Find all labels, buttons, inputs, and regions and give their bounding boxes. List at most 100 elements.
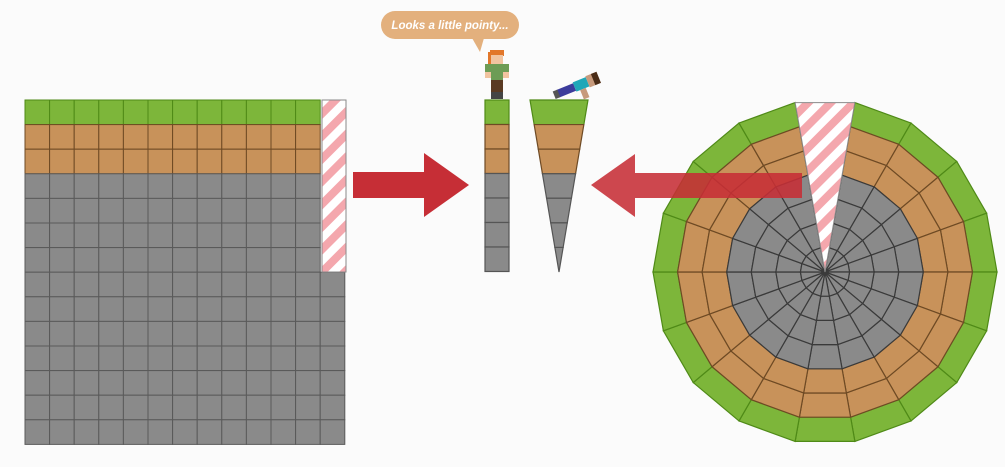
block-stone (98, 296, 124, 322)
block-stone (295, 271, 321, 298)
block-stone (147, 173, 174, 199)
block-stone (73, 271, 100, 298)
block-stone (172, 173, 198, 199)
wedge-block-stone (545, 197, 573, 224)
block-dirt (49, 124, 75, 150)
block-stone (122, 370, 149, 396)
block-stone (172, 247, 198, 273)
block-stone (245, 345, 272, 372)
block-stone (196, 296, 223, 322)
ring-block-grass (794, 416, 856, 442)
block-stone (122, 296, 149, 322)
block-stone (270, 173, 297, 199)
block-stone (245, 271, 272, 298)
block-stone (49, 197, 75, 224)
block-stone (73, 296, 100, 322)
block-dirt (295, 148, 321, 175)
block-stone (98, 271, 124, 298)
block-grass (98, 99, 124, 126)
block-grass (270, 99, 297, 126)
arrow-right-icon (353, 153, 469, 217)
block-stone (122, 173, 149, 199)
block-stone (319, 320, 346, 347)
block-stone (98, 419, 124, 445)
flat-block-grid (24, 99, 346, 445)
block-stone (270, 296, 297, 322)
block-stone (295, 222, 321, 249)
block-dirt (147, 124, 174, 150)
block-stone (147, 197, 174, 224)
block-stone (147, 370, 174, 396)
block-dirt (245, 148, 272, 175)
block-stone (319, 419, 346, 445)
block-grass (24, 99, 51, 126)
block-stone (98, 370, 124, 396)
block-stone (24, 394, 51, 421)
block-dirt (270, 148, 297, 175)
block-stone (221, 345, 247, 372)
block-stone (24, 197, 51, 224)
block-stone (73, 197, 100, 224)
column-block-dirt (484, 123, 510, 150)
block-stone (24, 296, 51, 322)
column-block-grass (484, 99, 510, 126)
block-stone (270, 197, 297, 224)
block-stone (98, 394, 124, 421)
block-dirt (122, 148, 149, 175)
block-stone (295, 419, 321, 445)
block-dirt (196, 148, 223, 175)
block-stone (196, 173, 223, 199)
block-stone (221, 247, 247, 273)
block-dirt (245, 124, 272, 150)
block-dirt (98, 124, 124, 150)
block-stone (221, 296, 247, 322)
block-stone (73, 345, 100, 372)
speech-bubble: Looks a little pointy... (381, 11, 519, 52)
block-stone (172, 320, 198, 347)
block-stone (221, 419, 247, 445)
block-grass (122, 99, 149, 126)
block-stone (73, 247, 100, 273)
block-stone (49, 173, 75, 199)
wedge-block-stone (550, 222, 568, 249)
block-stone (98, 345, 124, 372)
block-dirt (221, 124, 247, 150)
block-stone (196, 197, 223, 224)
ring-world (652, 101, 998, 443)
block-stone (221, 320, 247, 347)
block-dirt (196, 124, 223, 150)
block-stone (196, 419, 223, 445)
block-stone (270, 370, 297, 396)
block-stone (73, 370, 100, 396)
block-stone (49, 370, 75, 396)
wedge-slice (529, 99, 589, 273)
block-stone (49, 345, 75, 372)
block-stone (295, 247, 321, 273)
block-stone (295, 345, 321, 372)
block-stone (196, 222, 223, 249)
block-stone (270, 345, 297, 372)
block-stone (98, 222, 124, 249)
column-block-dirt (484, 148, 510, 175)
block-stone (24, 370, 51, 396)
block-stone (196, 394, 223, 421)
block-stone (196, 320, 223, 347)
block-stone (270, 394, 297, 421)
block-stone (24, 345, 51, 372)
block-stone (245, 370, 272, 396)
block-stone (147, 394, 174, 421)
ring-gap-highlight (794, 102, 856, 273)
block-dirt (147, 148, 174, 175)
block-stone (24, 271, 51, 298)
block-stone (319, 370, 346, 396)
block-stone (319, 345, 346, 372)
block-stone (49, 320, 75, 347)
block-stone (245, 222, 272, 249)
block-stone (245, 320, 272, 347)
alex-character-icon (485, 50, 509, 99)
block-stone (319, 271, 346, 298)
block-grass (172, 99, 198, 126)
block-stone (24, 320, 51, 347)
block-stone (196, 345, 223, 372)
